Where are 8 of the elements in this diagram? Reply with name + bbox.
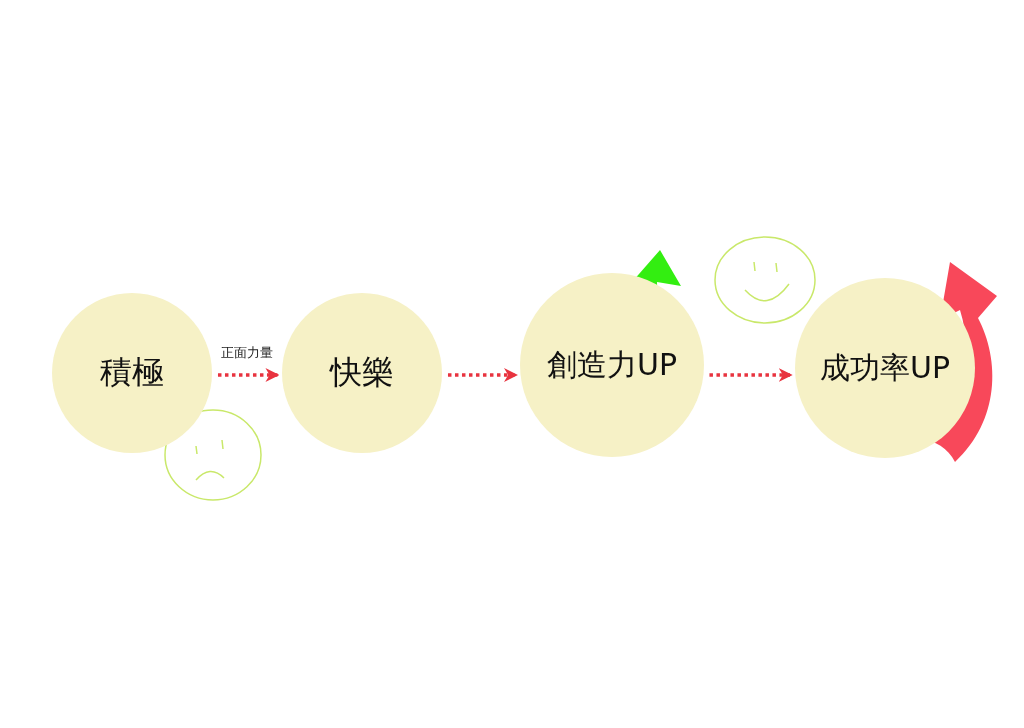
- circle-label: 創造力UP: [546, 345, 678, 384]
- circle-label: 積極: [100, 352, 164, 393]
- dotted-arrow: [218, 368, 280, 382]
- circle-label: 成功率UP: [819, 348, 951, 387]
- dotted-arrow: [709, 368, 793, 382]
- dotted-arrow: [448, 368, 518, 382]
- circle-label: 快樂: [330, 352, 394, 393]
- edge-label: 正面力量: [220, 344, 274, 362]
